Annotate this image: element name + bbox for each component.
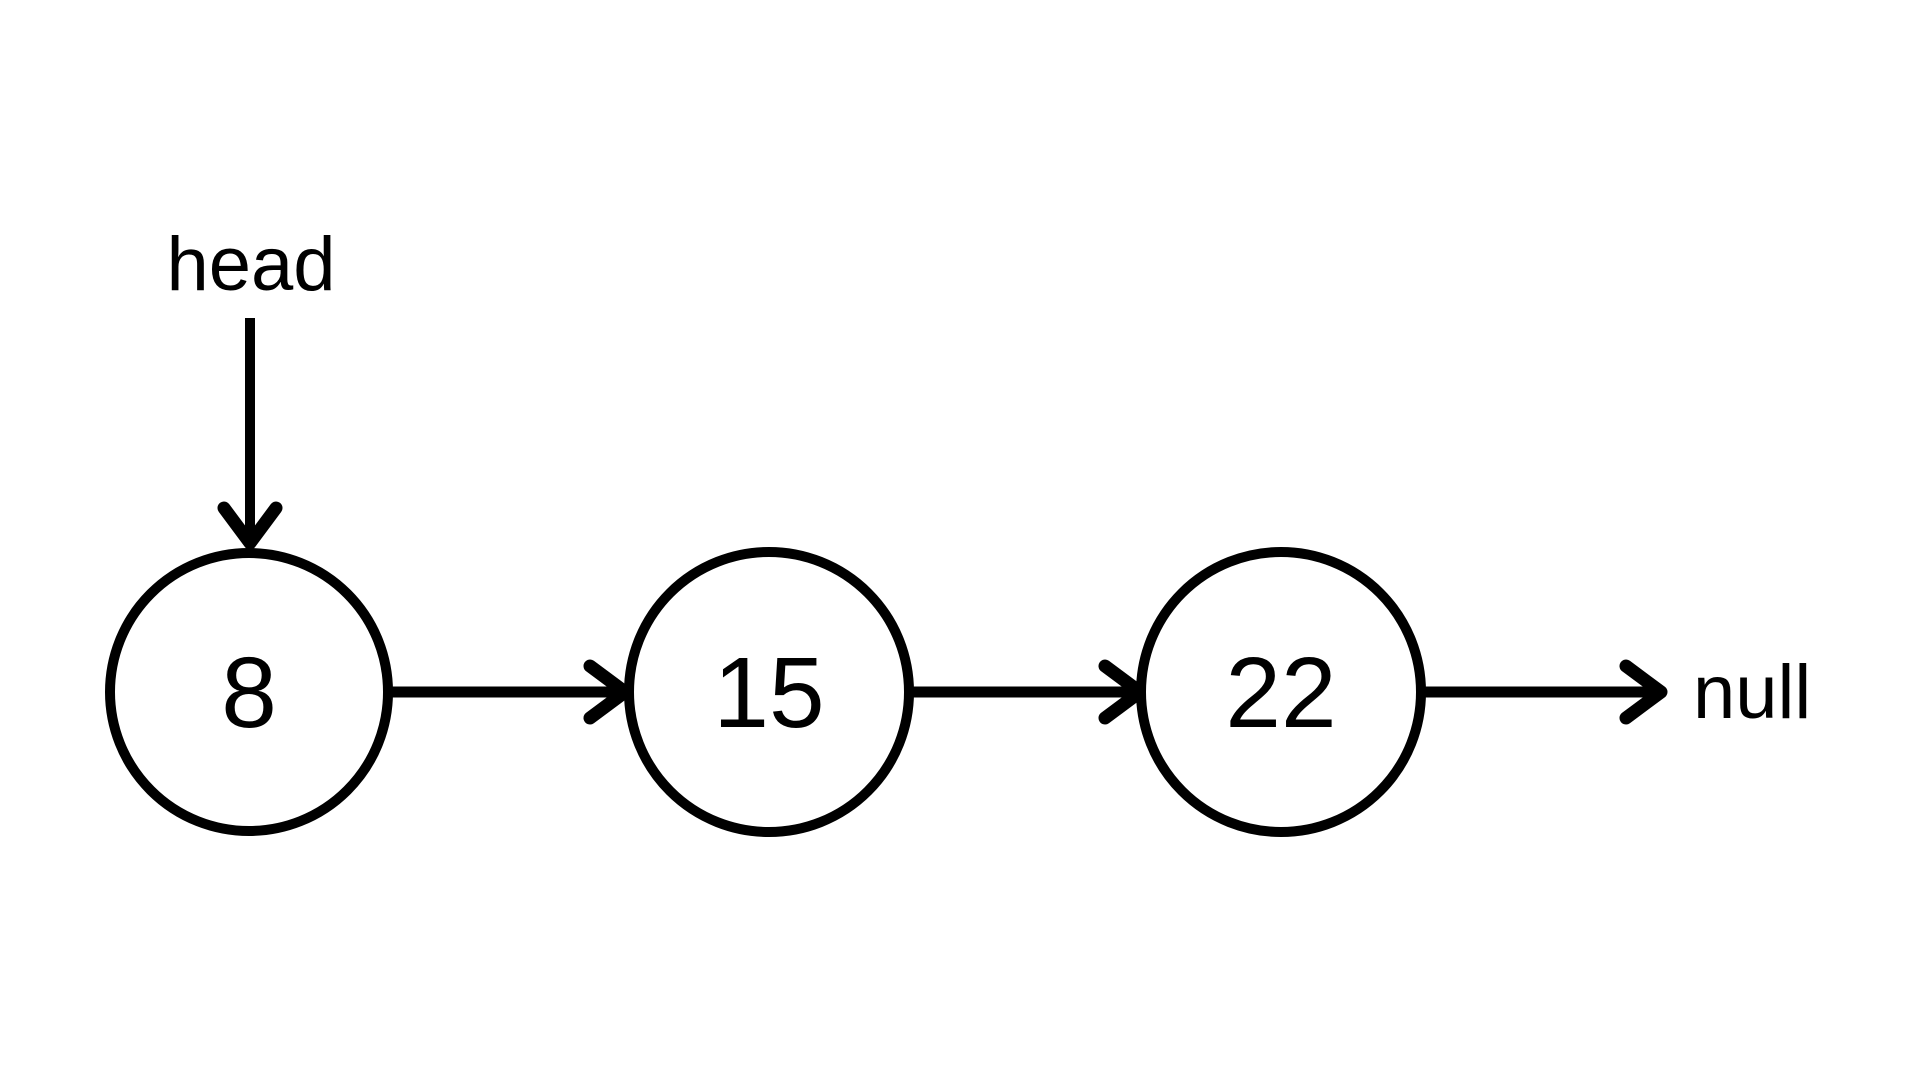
null-pointer-arrow [1421, 659, 1668, 725]
list-node-1: 8 [105, 548, 393, 836]
list-node-2: 15 [624, 547, 914, 837]
head-arrow-chevron-icon [217, 501, 283, 550]
node-value: 8 [221, 637, 277, 749]
head-pointer-arrow [217, 318, 283, 550]
node-value: 22 [1225, 637, 1336, 749]
node-circle [105, 548, 393, 836]
null-label: null [1693, 650, 1811, 735]
list-node-3: 22 [1136, 547, 1426, 837]
node-value: 15 [713, 637, 824, 749]
node-circle [624, 547, 914, 837]
head-label: head [166, 222, 335, 307]
next-pointer-arrow-2 [911, 659, 1147, 725]
arrow-chevron-icon [1619, 659, 1668, 725]
next-pointer-arrow-1 [389, 659, 632, 725]
